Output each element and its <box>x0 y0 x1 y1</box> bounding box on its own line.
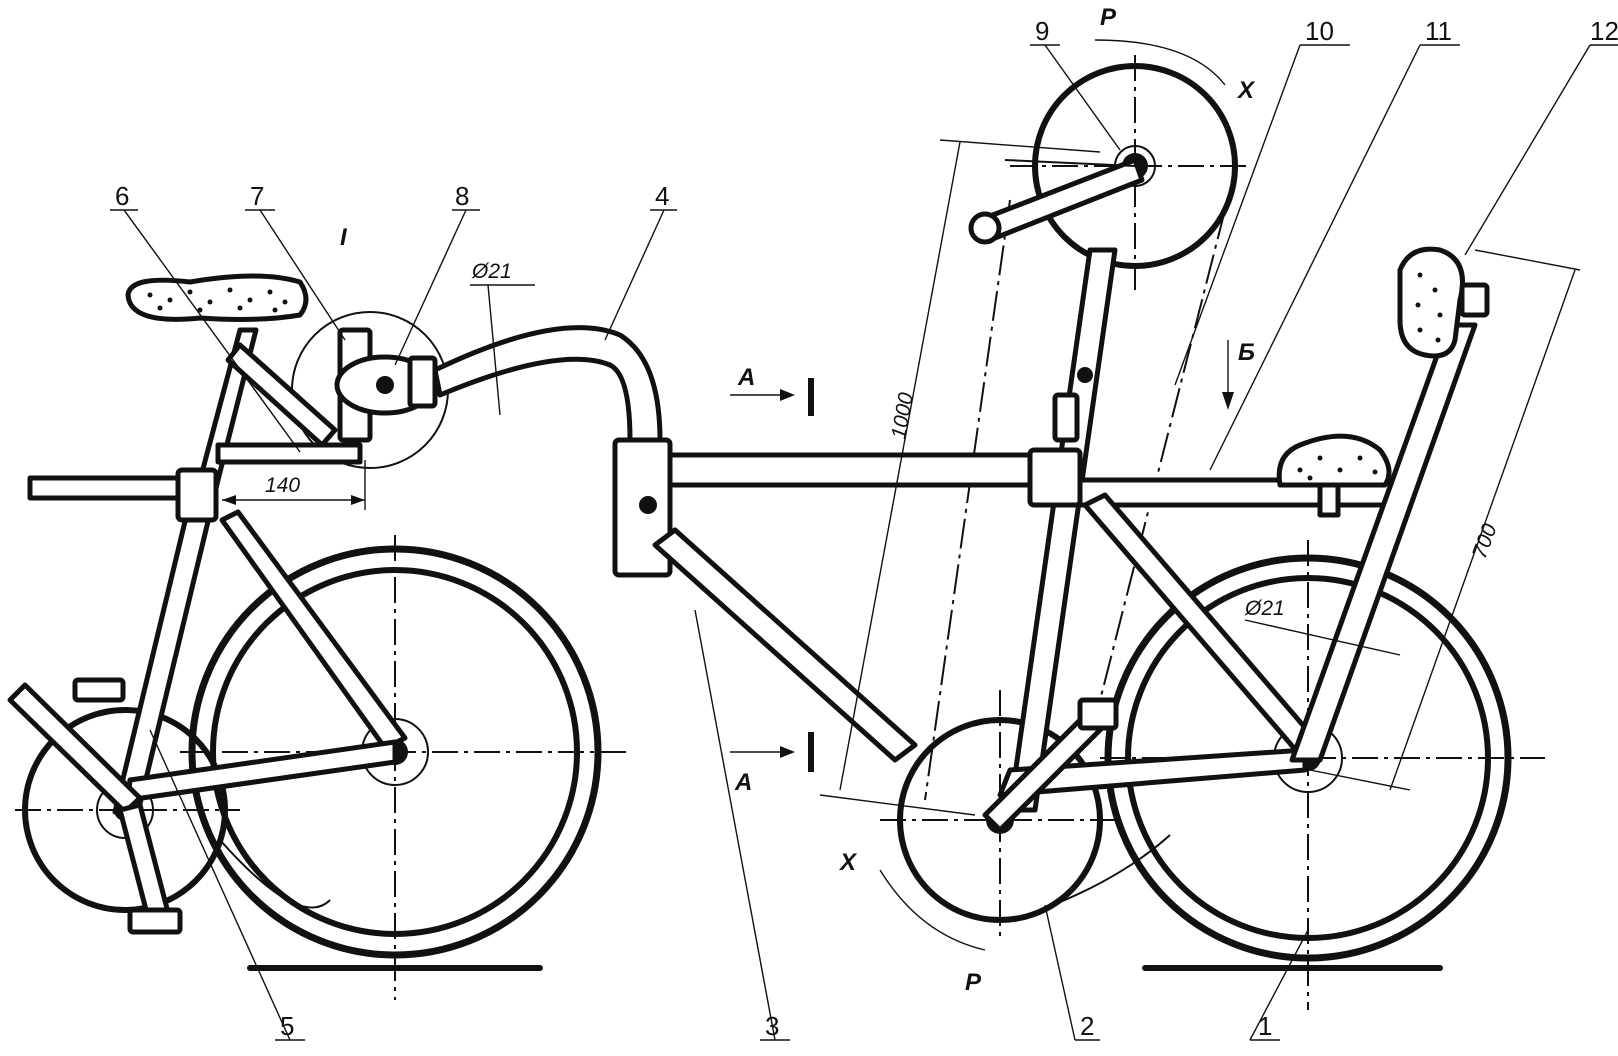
dim-700: 700 <box>1468 521 1502 562</box>
front-saddle <box>125 273 309 322</box>
label-part-2: 2 <box>1080 1011 1094 1041</box>
mark-detail-i: I <box>340 224 348 251</box>
mark-axis-x-bottom: X <box>838 849 858 876</box>
label-part-8: 8 <box>455 181 469 211</box>
adjuster <box>1052 392 1080 443</box>
dim-1000: 1000 <box>887 391 918 441</box>
mark-axis-x-top: X <box>1236 77 1256 104</box>
label-part-5: 5 <box>280 1011 294 1041</box>
label-part-1: 1 <box>1258 1011 1272 1041</box>
leader-lines <box>110 44 1618 1041</box>
rear-seat <box>1276 433 1392 518</box>
label-part-10: 10 <box>1305 16 1334 46</box>
chain <box>219 199 1226 911</box>
mark-view-b: Б <box>1238 339 1255 366</box>
dim-diam-seatpost: Ø21 <box>1244 597 1285 620</box>
hinge-bracket <box>334 327 438 443</box>
dim-140: 140 <box>265 474 300 497</box>
front-frame <box>7 327 408 935</box>
mark-force-p-bottom: P <box>965 969 982 996</box>
label-part-3: 3 <box>765 1011 779 1041</box>
label-part-11: 11 <box>1425 16 1452 46</box>
mark-section-a-bottom: A <box>734 769 752 796</box>
letter-marks: A A I Б P P X X <box>340 4 1256 996</box>
connecting-tube <box>432 325 663 443</box>
part-labels: 6 7 8 4 9 10 11 12 5 3 2 1 <box>115 16 1618 1041</box>
dimension-lines <box>222 39 1581 951</box>
mark-force-p-top: P <box>1100 4 1117 31</box>
label-part-12: 12 <box>1590 16 1618 46</box>
front-wheel <box>180 535 630 1000</box>
label-part-6: 6 <box>115 181 129 211</box>
label-part-7: 7 <box>250 181 264 211</box>
label-part-9: 9 <box>1035 16 1049 46</box>
upper-crank <box>968 157 1145 245</box>
dim-diam-handlebar: Ø21 <box>471 260 512 283</box>
backrest <box>1397 246 1490 359</box>
mark-section-a-top: A <box>737 364 755 391</box>
label-part-4: 4 <box>655 181 669 211</box>
main-frame <box>652 247 1478 833</box>
